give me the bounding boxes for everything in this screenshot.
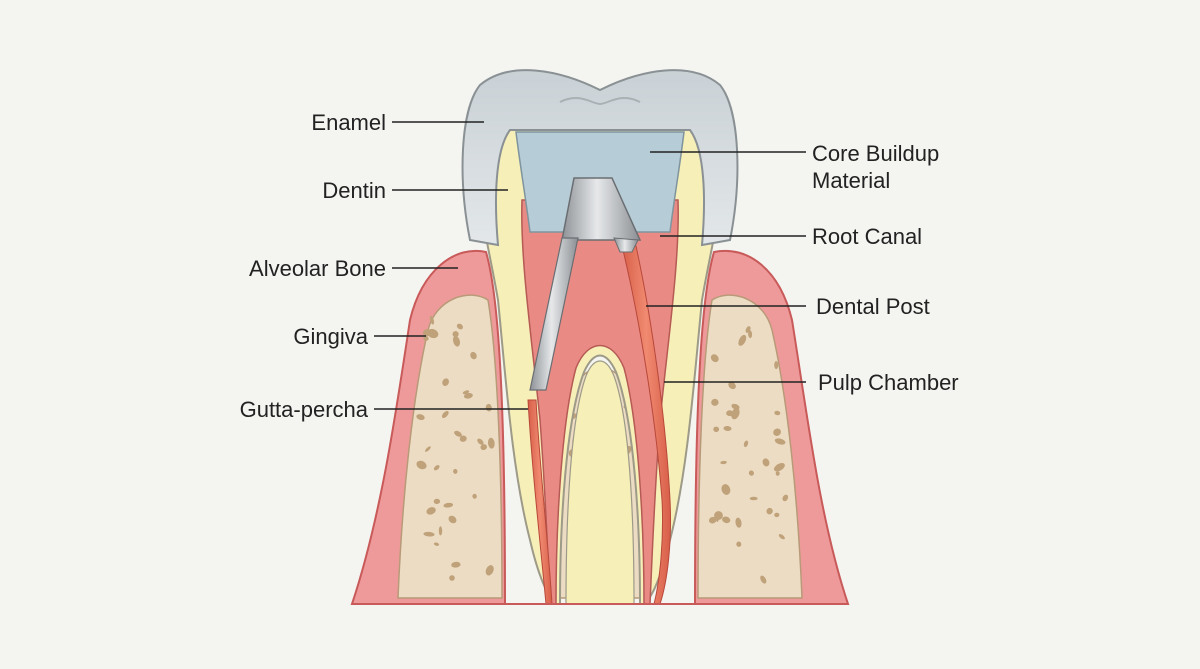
bone-trabecula bbox=[774, 410, 781, 416]
dentin-furcation bbox=[565, 360, 635, 605]
bone-trabecula bbox=[425, 446, 431, 452]
bone-trabecula bbox=[749, 496, 758, 501]
bone-trabecula bbox=[470, 351, 477, 360]
label-gutta-percha: Gutta-percha bbox=[239, 397, 368, 422]
bone-trabecula bbox=[738, 334, 747, 346]
label-dentin: Dentin bbox=[322, 178, 386, 203]
bone-trabecula bbox=[748, 330, 753, 339]
bone-trabecula bbox=[774, 512, 780, 518]
label-root-canal: Root Canal bbox=[812, 224, 923, 249]
bone-trabecula bbox=[416, 414, 425, 421]
alveolar-bone-left bbox=[397, 294, 503, 599]
bone-trabecula bbox=[480, 444, 487, 451]
bone-trabecula bbox=[735, 517, 742, 528]
bone-trabecula bbox=[423, 531, 435, 537]
bone-trabecula bbox=[710, 354, 719, 363]
bone-trabecula bbox=[774, 438, 786, 445]
alveolar-bone-right bbox=[697, 294, 803, 599]
bone-trabecula bbox=[452, 331, 459, 338]
dental-post-head bbox=[561, 177, 642, 241]
bone-trabecula bbox=[713, 426, 720, 433]
bone-trabecula bbox=[487, 437, 495, 449]
dental-post-shank bbox=[529, 237, 579, 391]
bone-trabecula bbox=[472, 493, 477, 499]
bone-trabecula bbox=[477, 438, 484, 445]
bone-trabecula bbox=[456, 323, 463, 330]
label-gingiva: Gingiva bbox=[293, 324, 368, 349]
enamel-crown bbox=[461, 69, 739, 247]
label-core-buildup-line1: Core Buildup bbox=[812, 141, 940, 166]
label-dental-post: Dental Post bbox=[816, 294, 930, 319]
bone-trabecula bbox=[743, 440, 749, 448]
bone-trabecula bbox=[441, 410, 449, 419]
bone-trabecula bbox=[774, 361, 779, 370]
enamel-fissure bbox=[559, 97, 641, 106]
bone-trabecula bbox=[778, 534, 785, 540]
bone-trabecula bbox=[773, 462, 785, 472]
bone-trabecula bbox=[449, 575, 455, 581]
bone-trabecula bbox=[731, 407, 740, 420]
bone-trabecula bbox=[454, 430, 462, 437]
label-enamel: Enamel bbox=[311, 110, 386, 135]
bone-trabecula bbox=[760, 575, 767, 584]
bone-trabecula bbox=[443, 502, 454, 508]
bone-trabecula bbox=[463, 393, 473, 399]
bone-trabecula bbox=[728, 381, 736, 390]
bone-trabecula bbox=[426, 507, 436, 515]
bone-trabecula bbox=[720, 460, 727, 465]
bone-trabecula bbox=[433, 465, 440, 471]
dental-post-tip bbox=[613, 237, 639, 253]
bone-trabecula bbox=[423, 336, 429, 341]
bone-trabecula bbox=[452, 335, 461, 347]
bone-trabecula bbox=[451, 561, 461, 568]
bone-trabecula bbox=[433, 498, 441, 505]
bone-trabecula bbox=[721, 484, 731, 495]
bone-trabecula bbox=[433, 542, 440, 546]
bone-trabecula bbox=[714, 511, 723, 520]
label-core-buildup-line2: Material bbox=[812, 168, 891, 193]
label-core-buildup: Core Buildup Material bbox=[812, 140, 939, 194]
label-pulp-chamber: Pulp Chamber bbox=[818, 370, 959, 395]
bone-trabecula bbox=[775, 471, 780, 476]
bone-trabecula bbox=[485, 565, 494, 576]
bone-trabecula bbox=[438, 526, 443, 536]
bone-trabecula bbox=[736, 541, 742, 547]
bone-trabecula bbox=[722, 516, 731, 524]
bone-trabecula bbox=[416, 460, 427, 470]
bone-trabecula bbox=[422, 329, 431, 337]
bone-trabecula bbox=[442, 378, 449, 386]
bone-trabecula bbox=[773, 428, 781, 436]
bone-trabecula bbox=[462, 390, 470, 395]
bone-trabecula bbox=[448, 515, 457, 524]
bone-trabecula bbox=[459, 435, 467, 442]
bone-trabecula bbox=[766, 507, 773, 515]
bone-trabecula bbox=[429, 315, 435, 325]
label-alveolar-bone: Alveolar Bone bbox=[249, 256, 386, 281]
bone-trabecula bbox=[762, 458, 770, 467]
bone-trabecula bbox=[427, 328, 439, 339]
bone-trabecula bbox=[748, 470, 754, 476]
bone-trabecula bbox=[711, 398, 719, 406]
bone-trabecula bbox=[708, 516, 717, 524]
bone-trabecula bbox=[723, 425, 732, 432]
bone-trabecula bbox=[782, 494, 789, 502]
bone-trabecula bbox=[453, 468, 458, 474]
